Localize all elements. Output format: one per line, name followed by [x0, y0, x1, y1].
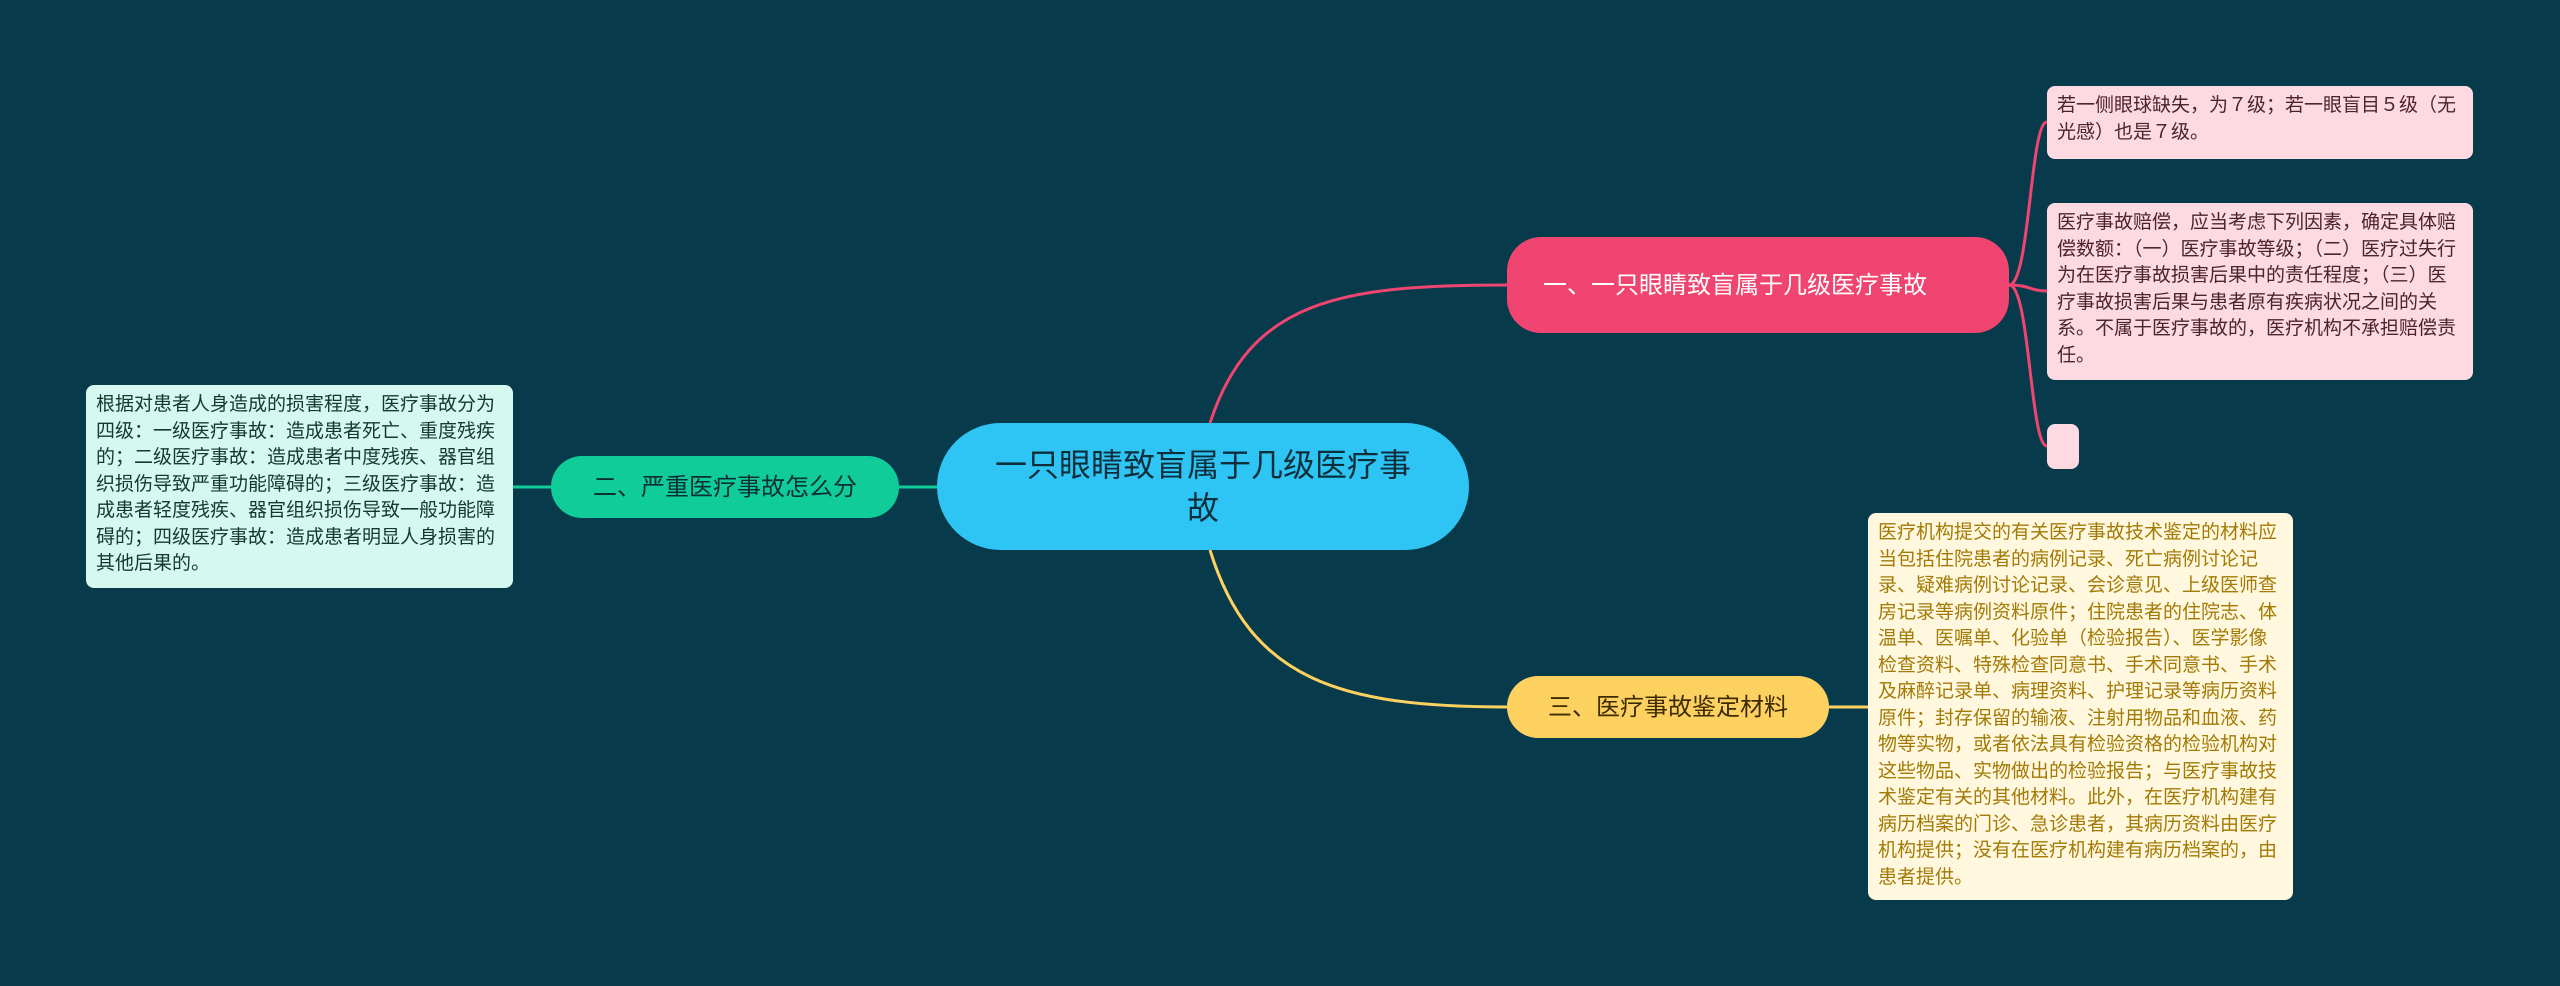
root-topic-label: 一只眼睛致盲属于几级医疗事故	[994, 445, 1411, 527]
link-branch-1-leaf-3	[2008, 283, 2048, 448]
branch-1-leaf-2[interactable]: 医疗事故赔偿，应当考虑下列因素，确定具体赔偿数额：（一）医疗事故等级；（二）医疗…	[2047, 203, 2473, 380]
link-branch-1-leaf-2	[2008, 283, 2048, 293]
branch-topic-2[interactable]: 二、严重医疗事故怎么分	[551, 456, 899, 518]
branch-1-leaf-2-text: 医疗事故赔偿，应当考虑下列因素，确定具体赔偿数额：（一）医疗事故等级；（二）医疗…	[2057, 211, 2457, 366]
branch-topic-2-label: 二、严重医疗事故怎么分	[593, 473, 857, 501]
branch-topic-3[interactable]: 三、医疗事故鉴定材料	[1507, 676, 1829, 738]
branch-3-leaf-1[interactable]: 医疗机构提交的有关医疗事故技术鉴定的材料应当包括住院患者的病例记录、死亡病例讨论…	[1868, 513, 2293, 900]
branch-1-leaf-3-empty[interactable]	[2047, 424, 2079, 469]
link-root-branch-1	[1208, 283, 1508, 424]
root-topic[interactable]: 一只眼睛致盲属于几级医疗事故	[937, 423, 1469, 550]
branch-1-leaf-1[interactable]: 若一侧眼球缺失，为７级；若一眼盲目５级（无光感）也是７级。	[2047, 86, 2473, 159]
branch-2-leaf-1-text: 根据对患者人身造成的损害程度，医疗事故分为四级：一级医疗事故：造成患者死亡、重度…	[96, 393, 496, 574]
branch-2-leaf-1[interactable]: 根据对患者人身造成的损害程度，医疗事故分为四级：一级医疗事故：造成患者死亡、重度…	[86, 385, 513, 588]
link-branch-1-leaf-1	[2008, 120, 2048, 287]
branch-topic-3-label: 三、医疗事故鉴定材料	[1548, 693, 1788, 721]
link-root-branch-3	[1208, 549, 1508, 709]
branch-topic-1[interactable]: 一、一只眼睛致盲属于几级医疗事故	[1507, 237, 2009, 333]
branch-1-leaf-1-text: 若一侧眼球缺失，为７级；若一眼盲目５级（无光感）也是７级。	[2057, 94, 2457, 143]
branch-topic-1-label: 一、一只眼睛致盲属于几级医疗事故	[1543, 271, 1927, 299]
branch-3-leaf-1-text: 医疗机构提交的有关医疗事故技术鉴定的材料应当包括住院患者的病例记录、死亡病例讨论…	[1878, 521, 2278, 888]
